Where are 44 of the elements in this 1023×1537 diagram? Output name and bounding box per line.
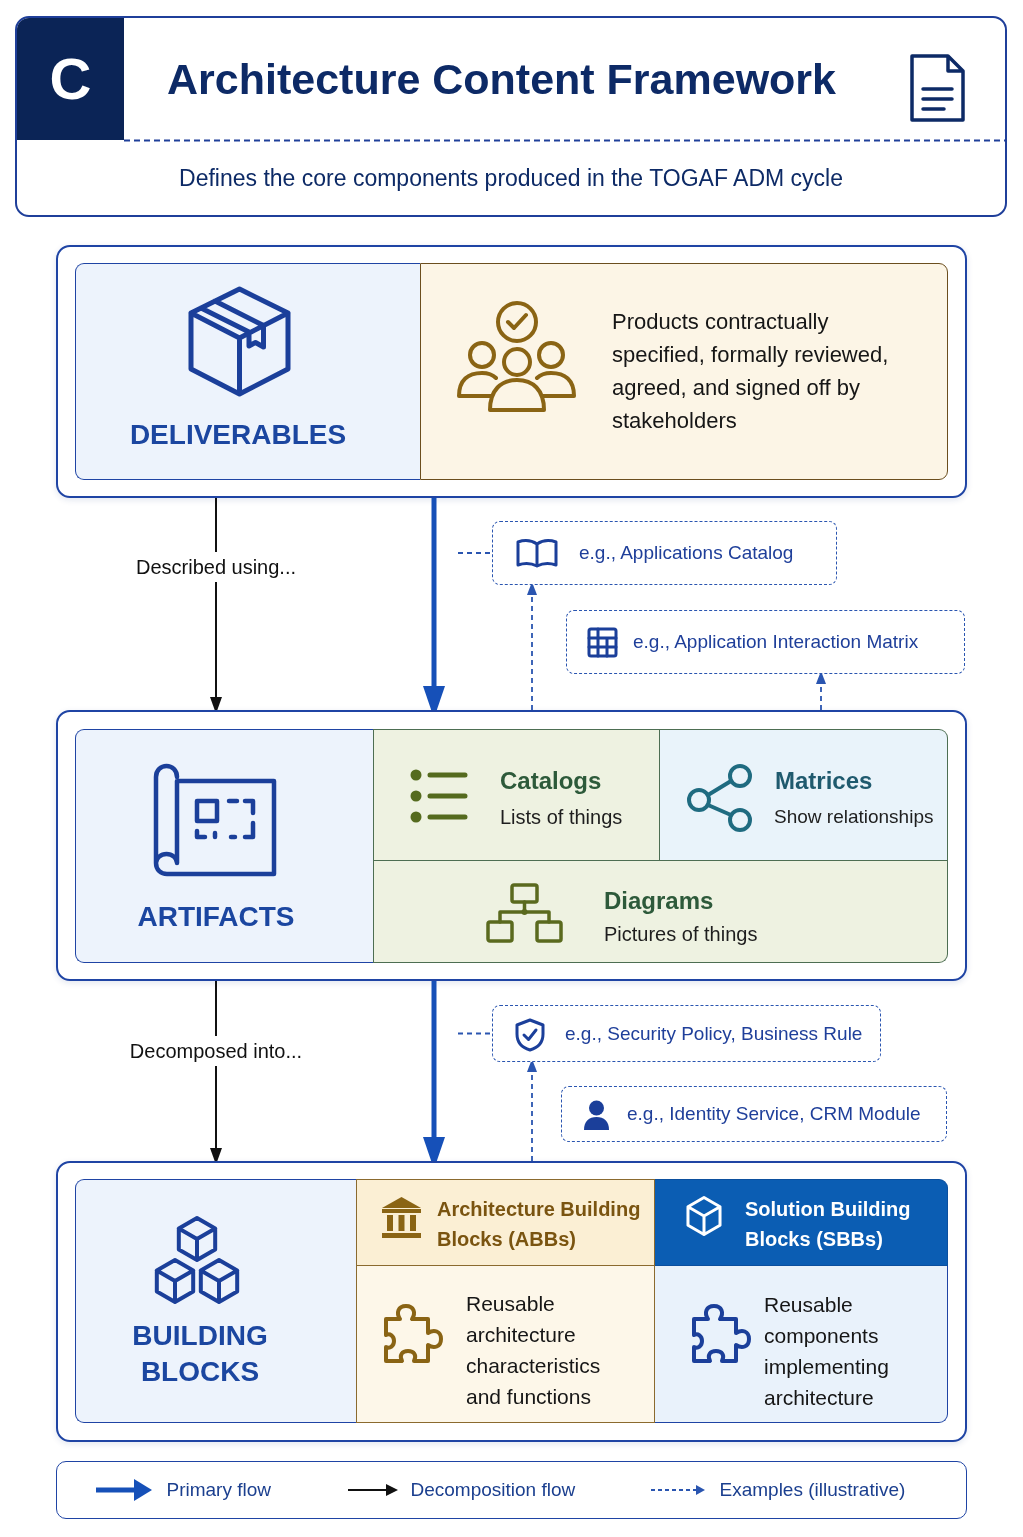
section-container: [56, 245, 967, 498]
section-letter-tile: C: [17, 18, 124, 140]
section-panel: [75, 729, 373, 963]
example-callout: [492, 1005, 881, 1062]
example-callout: [492, 521, 837, 585]
subtitle: Defines the core components produced in the TOGAF ADM cycle: [179, 165, 843, 193]
example-text: e.g., Identity Service, CRM Module: [627, 1102, 921, 1126]
legend-label: Primary flow: [166, 1478, 271, 1501]
section-heading: ARTIFACTS: [137, 900, 295, 934]
category-description: Lists of things: [500, 805, 623, 829]
legend-label: Examples (illustrative): [719, 1478, 906, 1501]
title: Architecture Content Framework: [167, 54, 837, 106]
description-text: Reusable architecture characteristics and functions: [466, 1291, 602, 1410]
example-text: e.g., Applications Catalog: [579, 541, 794, 565]
description-panel: [420, 263, 948, 480]
section-container: [56, 1161, 967, 1442]
category-title: Diagrams: [604, 886, 714, 916]
block-type-title: Architecture Building Blocks (ABBs): [437, 1197, 642, 1252]
description-text: Reusable components implementing architecture: [764, 1292, 890, 1411]
category-description: Show relationships: [774, 805, 934, 829]
legend-label: Decomposition flow: [410, 1478, 576, 1501]
description-panel: [655, 1266, 948, 1423]
category-panel: [373, 729, 660, 861]
section-container: [56, 710, 967, 981]
category-title: Catalogs: [500, 766, 602, 796]
example-callout: [561, 1086, 947, 1142]
dashed-line: [457, 552, 493, 554]
category-title: Matrices: [775, 766, 873, 796]
section-heading: DELIVERABLES: [129, 418, 347, 452]
description-panel: [356, 1266, 655, 1423]
category-panel: [660, 729, 948, 861]
description-text: Products contractually specified, formally reviewed, agreed, and signed off by stakeholders: [612, 308, 890, 435]
example-text: e.g., Security Policy, Business Rule: [565, 1022, 863, 1046]
block-type-header: [356, 1179, 655, 1266]
section-heading: BUILDING BLOCKS: [132, 1319, 268, 1389]
example-text: e.g., Application Interaction Matrix: [633, 630, 919, 654]
dashed-line: [457, 1032, 493, 1035]
section-panel: [75, 263, 420, 480]
category-panel: [373, 861, 948, 963]
block-type-title: Solution Building Blocks (SBBs): [745, 1197, 912, 1252]
category-description: Pictures of things: [604, 922, 758, 946]
block-type-header: [655, 1179, 948, 1266]
section-panel: [75, 1179, 356, 1423]
example-callout: [566, 610, 965, 674]
